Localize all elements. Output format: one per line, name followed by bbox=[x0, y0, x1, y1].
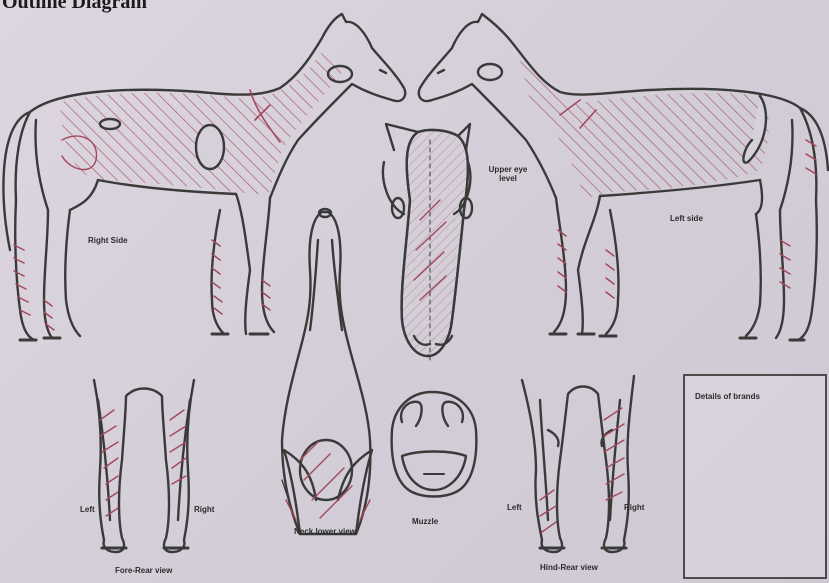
label-fore-right: Right bbox=[194, 505, 214, 514]
neck-lower-view bbox=[282, 209, 372, 534]
right-side-horse bbox=[3, 14, 405, 340]
label-right-side: Right Side bbox=[88, 236, 128, 245]
neck-chest-oval bbox=[300, 440, 352, 500]
page-title: Outline Diagram bbox=[2, 0, 147, 14]
label-muzzle: Muzzle bbox=[412, 517, 438, 526]
brand-details-heading: Details of brands bbox=[695, 392, 825, 401]
label-neck-lower-view: Neck lower view bbox=[290, 527, 360, 536]
label-upper-eye-level: Upper eye level bbox=[486, 165, 530, 183]
left-side-body-fill bbox=[520, 60, 769, 198]
label-hind-right: Right bbox=[624, 503, 644, 512]
label-hind-rear-view: Hind-Rear view bbox=[540, 563, 598, 572]
muzzle-view bbox=[392, 392, 477, 497]
label-hind-left: Left bbox=[507, 503, 522, 512]
label-fore-rear-view: Fore-Rear view bbox=[115, 566, 172, 575]
fore-rear-view bbox=[94, 380, 194, 552]
hind-rear-view bbox=[522, 376, 634, 552]
left-side-horse bbox=[419, 14, 828, 340]
label-left-side: Left side bbox=[670, 214, 703, 223]
brand-details-box[interactable]: Details of brands bbox=[683, 374, 827, 579]
label-fore-left: Left bbox=[80, 505, 95, 514]
front-head-view bbox=[383, 124, 472, 360]
right-side-body-patch bbox=[196, 125, 224, 169]
